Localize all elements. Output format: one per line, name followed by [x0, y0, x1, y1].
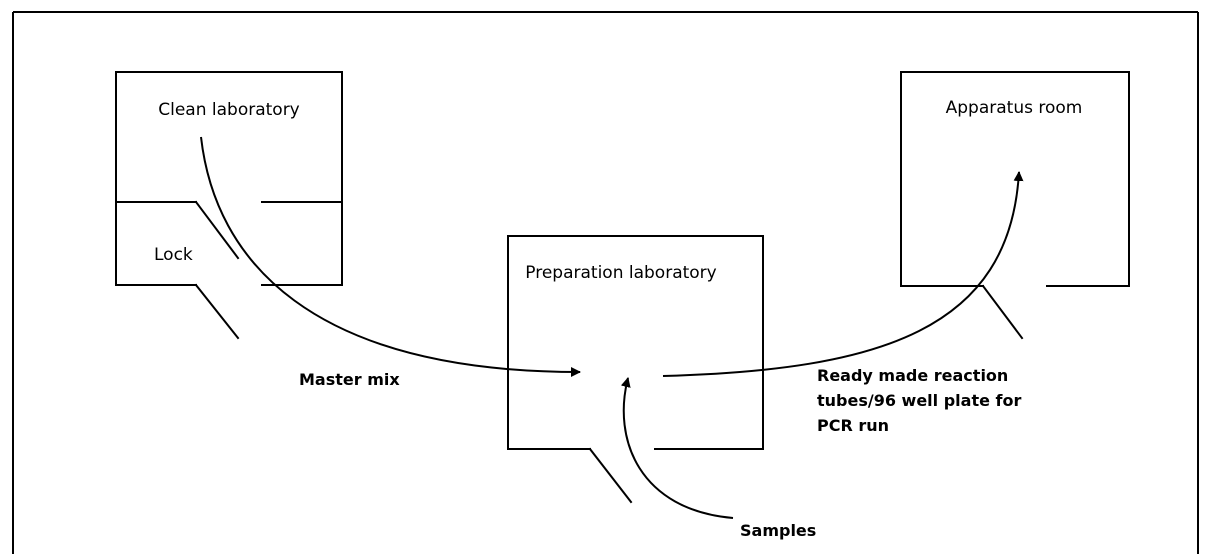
samples-label: Samples [740, 521, 816, 540]
ready-made-label-line-3: PCR run [817, 416, 889, 435]
samples-arrow [620, 377, 734, 519]
preparation-laboratory-label: Preparation laboratory [525, 263, 716, 283]
clean-laboratory-room [115, 71, 343, 286]
ready-made-label-line-1: Ready made reaction [817, 366, 1008, 385]
ready-made-label-line-2: tubes/96 well plate for [817, 391, 1021, 410]
apparatus-room [900, 71, 1130, 340]
ready-made-arrow [662, 171, 1024, 377]
master-mix-label: Master mix [299, 370, 400, 389]
lock-room [115, 283, 343, 340]
apparatus-room-label: Apparatus room [946, 98, 1083, 118]
clean-laboratory-label: Clean laboratory [158, 100, 300, 120]
diagram-frame [12, 11, 1199, 554]
lock-label: Lock [154, 245, 193, 265]
master-mix-arrow [200, 136, 581, 377]
preparation-laboratory-room [507, 235, 764, 504]
